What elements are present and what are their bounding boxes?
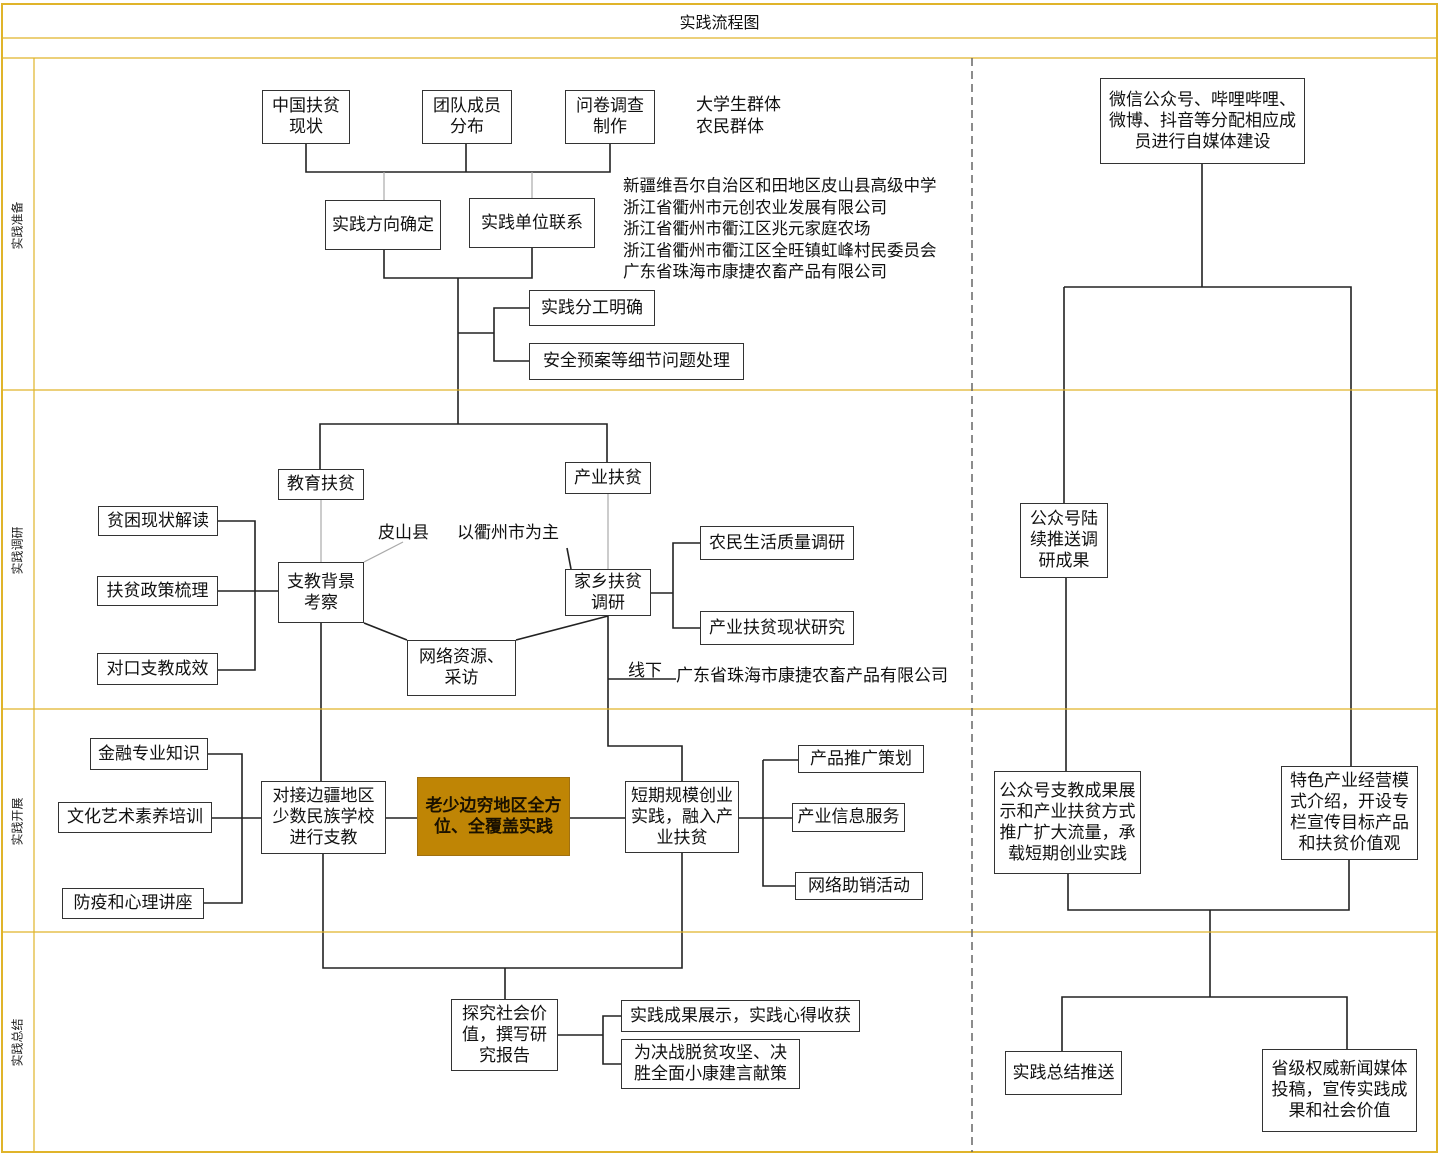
node-suggestions: 为决战脱贫攻坚、决 胜全面小康建言献策 (621, 1039, 800, 1089)
node-push-results: 公众号陆 续推送调 研成果 (1020, 503, 1108, 578)
lane-execution: 实践开展 (10, 796, 25, 846)
node-safety-plan: 安全预案等细节问题处理 (529, 343, 744, 380)
connector (566, 547, 572, 570)
connector (1061, 910, 1348, 1051)
node-media-build: 微信公众号、哔哩哔哩、 微博、抖音等分配相应成 员进行自媒体建设 (1100, 78, 1305, 164)
node-pairing-effect: 对口支教成效 (97, 653, 218, 685)
node-startup-practice: 短期规模创业 实践，融入产 业扶贫 (625, 781, 739, 853)
node-unit-contact: 实践单位联系 (469, 198, 595, 248)
node-epidemic-lecture: 防疫和心理讲座 (62, 888, 204, 919)
connector (607, 616, 683, 781)
node-questionnaire-design: 问卷调查 制作 (565, 90, 655, 144)
node-edu-showcase: 公众号支教成果展 示和产业扶贫方式 推广扩大流量，承 载短期创业实践 (994, 771, 1141, 874)
node-poverty-reading: 贫困现状解读 (98, 506, 218, 536)
connector (1067, 860, 1350, 911)
outer-frame (1, 3, 1438, 1153)
node-results-show: 实践成果展示，实践心得收获 (621, 1000, 860, 1032)
label-guangdong-company: 广东省珠海市康捷农畜产品有限公司 (676, 666, 948, 686)
label-practice-units: 新疆维吾尔自治区和田地区皮山县高级中学 浙江省衢州市元创农业发展有限公司 浙江省… (623, 176, 937, 281)
lane-preparation: 实践准备 (10, 200, 25, 250)
node-education-background: 支教背景 考察 (278, 562, 364, 623)
label-target-groups: 大学生群体 农民群体 (696, 95, 781, 137)
label-offline: 线下 (628, 661, 662, 681)
connector (1063, 164, 1352, 766)
node-arts-training: 文化艺术素养培训 (58, 802, 212, 833)
node-border-teaching: 对接边疆地区 少数民族学校 进行支教 (261, 781, 386, 854)
label-pishan-county: 皮山县 (378, 523, 429, 543)
connector (383, 248, 533, 279)
node-china-poverty-status: 中国扶贫 现状 (262, 90, 350, 144)
connector (651, 542, 700, 629)
node-online-sales: 网络助销活动 (795, 872, 923, 900)
node-task-division: 实践分工明确 (529, 290, 655, 326)
node-feature-industry: 特色产业经营模 式介绍，开设专 栏宣传目标产品 和扶贫价值观 (1281, 766, 1418, 860)
connector (363, 541, 404, 563)
connector (558, 1015, 621, 1065)
node-practice-direction: 实践方向确定 (325, 200, 441, 250)
connector (762, 759, 798, 887)
connector (458, 307, 529, 362)
node-info-service: 产业信息服务 (792, 803, 905, 832)
node-summary-push: 实践总结推送 (1005, 1051, 1122, 1095)
node-provincial-media: 省级权威新闻媒体 投稿，宣传实践成 果和社会价值 (1262, 1049, 1417, 1132)
lane-summary: 实践总结 (10, 1017, 25, 1067)
node-finance-knowledge: 金融专业知识 (90, 738, 208, 770)
node-core-practice: 老少边穷地区全方 位、全覆盖实践 (417, 777, 570, 856)
node-hometown-research: 家乡扶贫 调研 (565, 569, 651, 616)
connector (322, 853, 683, 969)
connector (363, 615, 609, 641)
label-quzhou-main: 以衢州市为主 (457, 523, 559, 543)
connector (204, 753, 261, 904)
node-network-resources: 网络资源、 采访 (407, 640, 516, 696)
node-team-member-distribution: 团队成员 分布 (422, 90, 512, 144)
lane-research: 实践调研 (10, 525, 25, 575)
node-explore-value: 探究社会价 值，撰写研 究报告 (451, 999, 558, 1071)
connector (319, 423, 608, 469)
connector (305, 144, 611, 173)
node-farmer-quality: 农民生活质量调研 (700, 526, 854, 560)
node-industry-poverty: 产业扶贫 (565, 462, 651, 494)
chart-title: 实践流程图 (679, 13, 760, 32)
node-industry-status: 产业扶贫现状研究 (700, 611, 854, 645)
node-education-poverty: 教育扶贫 (278, 469, 364, 500)
connector (218, 520, 278, 671)
node-policy-review: 扶贫政策梳理 (97, 576, 218, 606)
node-promotion-plan: 产品推广策划 (798, 745, 924, 773)
